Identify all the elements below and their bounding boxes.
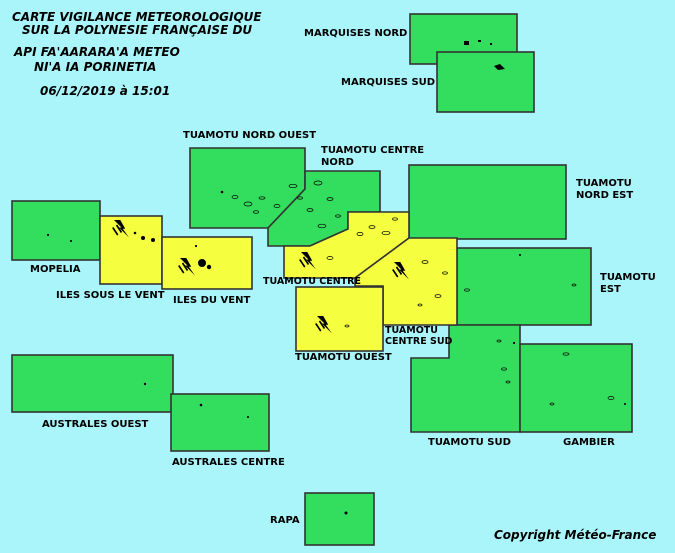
zone-tuamotu-est[interactable]: [456, 247, 592, 326]
header-line-3: API FA'AARARA'A METEO: [14, 45, 180, 59]
header-line-2: SUR LA POLYNESIE FRANÇAISE DU: [22, 23, 253, 37]
label-marquises-nord: MARQUISES NORD: [304, 28, 408, 39]
island-dots: [46, 40, 626, 515]
label-australes-centre: AUSTRALES CENTRE: [172, 457, 285, 468]
header-line-1: CARTE VIGILANCE METEOROLOGIQUE: [12, 10, 262, 24]
label-marquises-sud: MARQUISES SUD: [341, 77, 436, 88]
label-tuamotu-nord-est-2: NORD EST: [576, 190, 634, 201]
label-iles-sous-le-vent: ILES SOUS LE VENT: [56, 290, 165, 301]
label-mopelia: MOPELIA: [30, 264, 81, 275]
zone-australes-centre[interactable]: [170, 393, 270, 452]
label-tuamotu-centre-nord-1: TUAMOTU CENTRE: [321, 145, 425, 156]
label-tuamotu-nord-ouest: TUAMOTU NORD OUEST: [183, 130, 317, 141]
label-tuamotu-centre-sud-2: CENTRE SUD: [385, 336, 453, 347]
label-australes-ouest: AUSTRALES OUEST: [42, 419, 149, 430]
zone-australes-ouest[interactable]: [11, 354, 174, 413]
zone-mopelia[interactable]: [11, 200, 101, 261]
label-tuamotu-nord-est-1: TUAMOTU: [576, 178, 632, 189]
zone-tuamotu-ouest[interactable]: [295, 286, 384, 352]
zone-iles-sous-le-vent[interactable]: [99, 215, 163, 285]
zone-gambier[interactable]: [519, 343, 633, 433]
label-tuamotu-est-2: EST: [600, 284, 621, 295]
header-datetime: 06/12/2019 à 15:01: [40, 84, 171, 98]
label-iles-du-vent: ILES DU VENT: [173, 295, 251, 306]
label-tuamotu-sud: TUAMOTU SUD: [428, 437, 511, 448]
label-rapa: RAPA: [270, 515, 300, 526]
zone-tuamotu-sud[interactable]: [410, 324, 521, 433]
island-outlines: [231, 180, 615, 406]
zone-rapa[interactable]: [304, 492, 375, 546]
copyright: Copyright Météo-France: [494, 528, 657, 542]
label-tuamotu-ouest: TUAMOTU OUEST: [295, 352, 392, 363]
zone-tuamotu-nord-est[interactable]: [408, 164, 567, 240]
label-tuamotu-est-1: TUAMOTU: [600, 272, 656, 283]
label-gambier: GAMBIER: [563, 437, 615, 448]
label-tuamotu-centre-sud-1: TUAMOTU: [385, 325, 438, 336]
header-line-4: NI'A IA PORINETIA: [34, 60, 157, 74]
zone-marquises-sud[interactable]: [436, 51, 535, 113]
label-tuamotu-centre-nord-2: NORD: [321, 157, 354, 168]
label-tuamotu-centre: TUAMOTU CENTRE: [263, 276, 361, 287]
zone-tuamotu-centre[interactable]: [283, 211, 410, 279]
zone-iles-du-vent[interactable]: [161, 236, 253, 290]
